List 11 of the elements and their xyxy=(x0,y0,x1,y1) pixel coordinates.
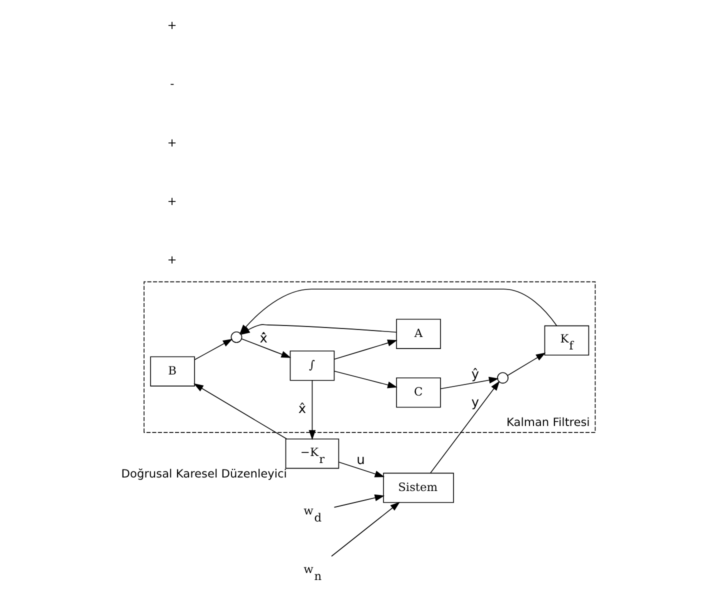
label: + xyxy=(167,194,177,208)
edge-label: x̂ xyxy=(298,402,306,417)
label: + xyxy=(167,252,177,267)
edge-label: ŷ xyxy=(471,368,480,383)
node-label: Doğrusal Karesel Düzenleyici xyxy=(121,466,287,480)
label: - xyxy=(170,76,174,91)
edge-label: u xyxy=(356,453,365,468)
label: + xyxy=(167,135,177,150)
edge-label: x̂̇ xyxy=(260,332,268,347)
label: + xyxy=(167,18,177,32)
edge-label: y xyxy=(471,395,480,410)
